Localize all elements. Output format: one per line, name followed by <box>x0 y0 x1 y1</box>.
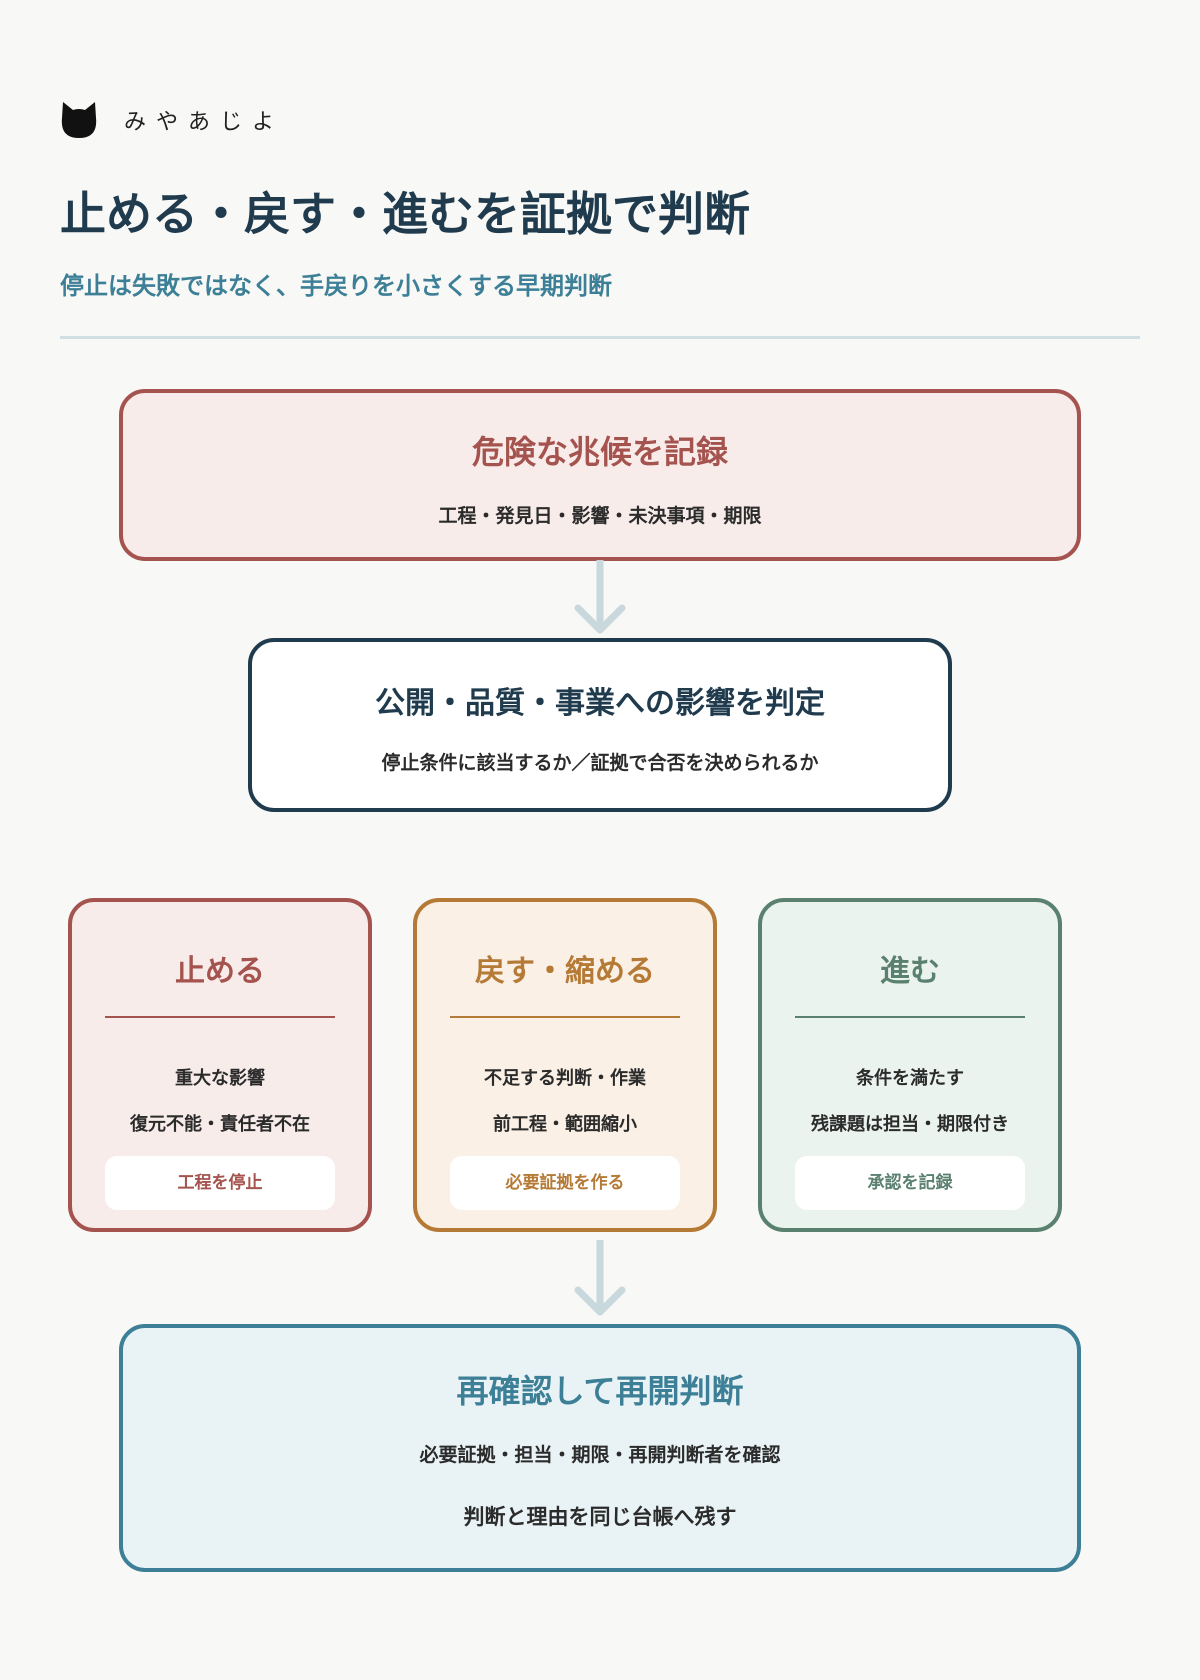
option-divider <box>795 1016 1025 1018</box>
recheck-note: 判断と理由を同じ台帳へ残す <box>463 1505 737 1529</box>
option-card-rollback: 戻す・縮める 不足する判断・作業 前工程・範囲縮小 必要証拠を作る <box>413 898 717 1232</box>
down-arrow-icon <box>574 1240 626 1316</box>
option-condition: 不足する判断・作業 <box>484 1068 646 1089</box>
option-condition: 重大な影響 <box>175 1068 265 1089</box>
header-divider <box>60 336 1140 339</box>
assess-impact-description: 停止条件に該当するか／証拠で合否を決められるか <box>381 752 819 774</box>
cat-icon <box>61 102 97 138</box>
brand: みやあじよ <box>60 100 284 140</box>
option-title: 進む <box>880 954 940 989</box>
brand-name: みやあじよ <box>124 110 285 135</box>
record-approval-button[interactable]: 承認を記録 <box>795 1156 1025 1210</box>
down-arrow-icon <box>574 560 626 634</box>
create-evidence-button[interactable]: 必要証拠を作る <box>450 1156 680 1210</box>
recheck-description: 必要証拠・担当・期限・再開判断者を確認 <box>419 1444 781 1466</box>
option-divider <box>450 1016 680 1018</box>
page-subtitle: 停止は失敗ではなく、手戻りを小さくする早期判断 <box>60 272 612 300</box>
recheck-title: 再確認して再開判断 <box>456 1372 744 1410</box>
record-signs-title: 危険な兆候を記録 <box>471 433 728 471</box>
option-condition: 条件を満たす <box>856 1068 964 1089</box>
assess-impact-title: 公開・品質・事業への影響を判定 <box>375 686 825 721</box>
recheck-box: 再確認して再開判断 必要証拠・担当・期限・再開判断者を確認 判断と理由を同じ台帳… <box>119 1324 1081 1572</box>
option-title: 止める <box>175 954 265 989</box>
option-title: 戻す・縮める <box>475 954 655 989</box>
assess-impact-box: 公開・品質・事業への影響を判定 停止条件に該当するか／証拠で合否を決められるか <box>248 638 952 812</box>
page-title: 止める・戻す・進むを証拠で判断 <box>60 187 750 241</box>
record-signs-description: 工程・発見日・影響・未決事項・期限 <box>438 505 762 527</box>
option-card-proceed: 進む 条件を満たす 残課題は担当・期限付き 承認を記録 <box>758 898 1062 1232</box>
option-divider <box>105 1016 335 1018</box>
option-detail: 前工程・範囲縮小 <box>493 1114 637 1135</box>
option-detail: 残課題は担当・期限付き <box>811 1114 1009 1135</box>
option-card-stop: 止める 重大な影響 復元不能・責任者不在 工程を停止 <box>68 898 372 1232</box>
option-detail: 復元不能・責任者不在 <box>130 1114 310 1135</box>
stop-process-button[interactable]: 工程を停止 <box>105 1156 335 1210</box>
record-signs-box: 危険な兆候を記録 工程・発見日・影響・未決事項・期限 <box>119 389 1081 561</box>
